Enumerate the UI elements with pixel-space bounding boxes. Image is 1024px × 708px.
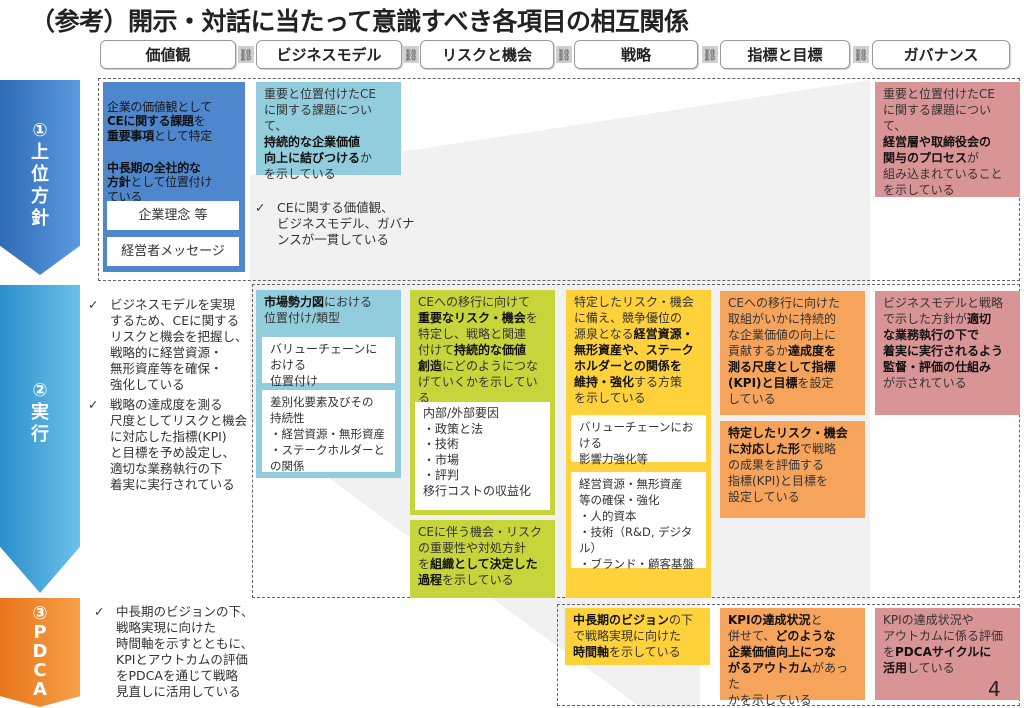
body-text: を 特定し、戦略と関連 付けて	[418, 311, 538, 357]
check-text: CEに関する価値観、 ビジネスモデル、ガバナ ンスが一貫している	[277, 200, 415, 247]
risk-decision-box: CEに伴う機会・リスク の重要性や対処方針 を組織として決定した 過程を示してい…	[410, 520, 555, 598]
row-label-top-policy: ① 上 位 方 針	[0, 80, 80, 275]
emphasis-text: KPIの達成状況	[728, 613, 811, 627]
tab-business-model: ビジネスモデル	[256, 40, 402, 69]
body-text: として特定	[153, 128, 212, 143]
body-text: CEに伴う機会・リスク の重要性や対処方針 を	[418, 525, 542, 571]
bm-differentiation-box: 差別化要素及びその 持続性 ・経営資源・無形資産 ・ステークホルダーとの関係	[262, 390, 395, 473]
exec-check-list: ✓ ビジネスモデルを実現 するため、CEに関する リスクと機会を把握し、 戦略的に…	[88, 297, 248, 497]
row-label-pdca: ③ P D C A	[0, 598, 80, 707]
risk-factors-box: 内部/外部要因 ・政策と法 ・技術 ・市場 ・評判 移行コストの収益化	[415, 402, 550, 510]
check-icon: ✓	[88, 297, 99, 312]
top-check-list: ✓ CEに関する価値観、 ビジネスモデル、ガバナ ンスが一貫している	[255, 200, 415, 252]
body-text: を示している	[609, 645, 681, 659]
body-text: を示している	[442, 573, 514, 587]
body-text: で戦略 の成果を評価する 指標(KPI)と目標を 設定している	[728, 442, 837, 504]
page-title: （参考）開示・対話に当たって意識すべき各項目の相互関係	[30, 7, 689, 36]
body-text: ビジネスモデルと戦略 で示した方針が	[883, 296, 1004, 326]
body-text: における 位置付け/類型	[264, 295, 373, 325]
chain-link-icon: ⛓	[403, 46, 419, 63]
body-text: として位置付け ている	[107, 175, 212, 204]
body-text: にどのようにつな げていくかを示している	[418, 359, 539, 405]
values-sub-ceo-message: 経営者メッセージ	[107, 237, 239, 266]
values-text: 企業の価値観として CEに関する課題を 重要事項として特定	[107, 100, 241, 144]
emphasis-text: CEに関する課題	[107, 114, 194, 128]
emphasis-text: 時間軸	[573, 645, 610, 659]
chain-link-icon: ⛓	[702, 46, 718, 63]
strategy-resources-box: 経営資源・無形資産 等の確保・強化 ・人的資本 ・技術（R&D, デジタル） ・…	[571, 472, 706, 571]
kpi-exec-box-2: 特定したリスク・機会 に対応した形で戦略 の成果を評価する 指標(KPI)と目標…	[720, 421, 865, 518]
body-text: を設定 している	[728, 376, 834, 406]
emphasis-text: 持続的な価値 創造	[418, 343, 527, 373]
tab-risk-opportunity: リスクと機会	[420, 40, 554, 69]
body-text: と 併せて、	[728, 613, 823, 643]
body-text: CEへの移行に向けて	[418, 295, 530, 309]
emphasis-text: 特定したリスク・機会 に対応した形	[728, 426, 848, 456]
check-text: 戦略の達成度を測る 尺度としてリスクと機会 に対応した指標(KPI) と目標を予…	[110, 397, 248, 492]
kpi-pdca-box: KPIの達成状況と 併せて、どのような 企業価値向上につな がるアウトカムがあっ…	[720, 608, 865, 707]
bm-value-chain-box: バリューチェーンにおける 位置付け	[262, 337, 395, 388]
emphasis-text: 持続的な企業価値 向上に結びつける	[264, 135, 361, 165]
body-text: CEへの移行に向けた 取組がいかに持続的 な企業価値の向上に 貢献するか	[728, 296, 840, 358]
body-text: 企業の価値観として	[107, 99, 212, 114]
pdca-check-list: ✓ 中長期のビジョンの下、 戦略実現に向けた 時間軸を示すとともに、 KPIとアウ…	[94, 604, 254, 704]
bm-top-box: 重要と位置付けたCE に関する課題について、 持続的な企業価値 向上に結びつける…	[256, 82, 401, 181]
body-text: している	[907, 661, 955, 675]
page-number: 4	[988, 677, 1001, 701]
body-text: KPIの達成状況や アウトカムに係る評価 を	[883, 613, 1004, 659]
bm-exec-text: 市場勢力図における 位置付け/類型	[264, 294, 393, 326]
body-text: があった かを示している	[728, 661, 849, 707]
check-icon: ✓	[88, 397, 99, 412]
check-text: ビジネスモデルを実現 するため、CEに関する リスクと機会を把握し、 戦略的に経…	[110, 297, 248, 392]
row-label-execution: ② 実 行	[0, 285, 80, 593]
check-icon: ✓	[94, 604, 105, 619]
chain-link-icon: ⛓	[853, 46, 869, 63]
emphasis-text: PDCAサイクルに 活用	[883, 645, 992, 675]
gov-pdca-box: KPIの達成状況や アウトカムに係る評価 をPDCAサイクルに 活用している	[875, 608, 1020, 700]
body-text: 特定したリスク・機会 に備え、競争優位の 源泉となる	[574, 295, 694, 341]
emphasis-text: 適切 な業務執行の下で 着実に実行されるよう 監督・評価の仕組み	[883, 312, 1004, 374]
values-text-2: 中長期の全社的な 方針として位置付け ている	[107, 161, 241, 205]
check-icon: ✓	[255, 200, 266, 215]
body-text: が 組み込まれていること を示している	[883, 151, 1003, 197]
body-text: する方策 を示している	[574, 375, 683, 405]
body-text: 重要と位置付けたCE に関する課題について、	[883, 87, 995, 133]
body-text: を	[193, 114, 206, 128]
kpi-exec-box: CEへの移行に向けた 取組がいかに持続的 な企業価値の向上に 貢献するか達成度を…	[720, 291, 865, 415]
strategy-exec-text: 特定したリスク・機会 に備え、競争優位の 源泉となる経営資源・ 無形資産や、ステ…	[574, 294, 703, 406]
body-text: か を示している	[264, 151, 373, 181]
emphasis-text: 経営層や取締役会の 関与のプロセス	[883, 135, 992, 165]
emphasis-text: どのような 企業価値向上につな がるアウトカム	[728, 629, 837, 675]
risk-exec-text: CEへの移行に向けて 重要なリスク・機会を 特定し、戦略と関連 付けて持続的な価…	[418, 294, 547, 406]
tab-metrics-targets: 指標と目標	[720, 40, 850, 69]
body-text: が示されている	[883, 376, 967, 390]
emphasis-text: 組織として決定した 過程	[418, 557, 538, 587]
tab-governance: ガバナンス	[872, 40, 1010, 69]
tab-values: 価値観	[100, 40, 236, 69]
tab-strategy: 戦略	[574, 40, 698, 69]
check-text: 中長期のビジョンの下、 戦略実現に向けた 時間軸を示すとともに、 KPIとアウト…	[116, 604, 254, 699]
emphasis-text: 重要事項	[107, 128, 154, 143]
emphasis-text: 市場勢力図	[264, 295, 325, 309]
emphasis-text: 経営資源・ 無形資産や、ステーク ホルダーとの関係を 維持・強化	[574, 327, 694, 389]
chain-link-icon: ⛓	[556, 46, 572, 63]
emphasis-text: 達成度を 測る尺度として指標 (KPI)と目標	[728, 344, 837, 390]
values-sub-corporate-philosophy: 企業理念 等	[107, 201, 239, 230]
body-text: 重要と位置付けたCE に関する課題について、	[264, 87, 376, 133]
chain-link-icon: ⛓	[238, 46, 254, 63]
gov-exec-box: ビジネスモデルと戦略 で示した方針が適切 な業務執行の下で 着実に実行されるよう…	[875, 291, 1020, 415]
strategy-value-chain-box: バリューチェーンにおける 影響力強化等	[571, 415, 706, 466]
emphasis-text: 中長期のビジョン	[573, 613, 670, 627]
strategy-pdca-box: 中長期のビジョンの下 で戦略実現に向けた 時間軸を示している	[565, 608, 710, 665]
emphasis-text: 中長期の全社的な 方針	[107, 160, 201, 190]
gov-top-box: 重要と位置付けたCE に関する課題について、 経営層や取締役会の 関与のプロセス…	[875, 82, 1020, 197]
body-text: の下 で戦略実現に向けた	[573, 613, 694, 643]
emphasis-text: 重要なリスク・機会	[418, 311, 526, 325]
